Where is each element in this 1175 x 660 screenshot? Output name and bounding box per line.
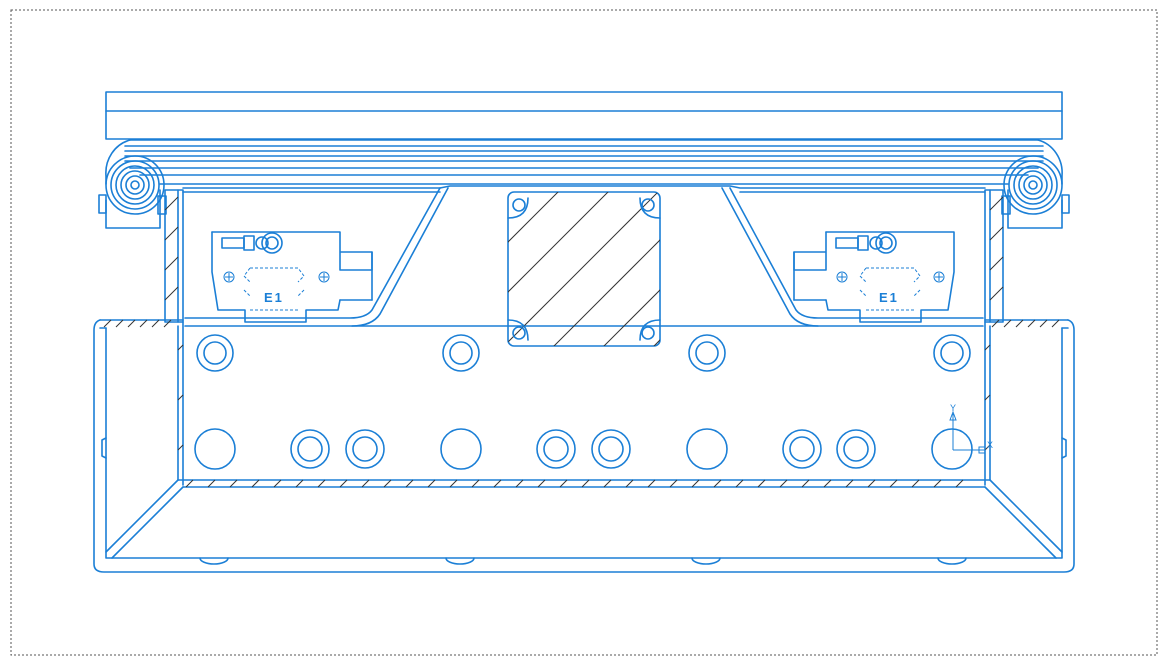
right-coil (1001, 155, 1070, 229)
top-rail (105, 91, 1063, 185)
hatch-line (405, 479, 414, 488)
hatch-line (867, 479, 876, 488)
hatch-line (139, 319, 148, 328)
right-wall-hatch (984, 196, 1004, 451)
housing (93, 319, 1075, 573)
hatch-line (317, 479, 326, 488)
carriage-plate (182, 185, 986, 327)
hatch-line (471, 479, 480, 488)
hatch-line (207, 479, 216, 488)
hatch-line (713, 479, 722, 488)
left-bearing-block: E1 (211, 231, 373, 323)
hatch-line (295, 479, 304, 488)
hatch-line (1003, 319, 1012, 328)
grease-nipple-left (221, 232, 283, 254)
hatch-line (801, 479, 810, 488)
right-block-label: E1 (879, 290, 899, 305)
hatch-line (779, 479, 788, 488)
hatch-line (757, 479, 766, 488)
hatch-line (515, 479, 524, 488)
hatch-line (383, 479, 392, 488)
hatch-line (251, 479, 260, 488)
hatch-line (1027, 319, 1036, 328)
hatch-line (669, 479, 678, 488)
axis-x-label: X (987, 440, 993, 450)
hatch-line (955, 479, 964, 488)
hatch-line (933, 479, 942, 488)
hatch-line (625, 479, 634, 488)
hatch-line (493, 479, 502, 488)
hatch-line (845, 479, 854, 488)
left-block-label: E1 (264, 290, 284, 305)
hatch-line (735, 479, 744, 488)
lower-hole-row (194, 428, 973, 470)
hatch-line (229, 479, 238, 488)
right-wall (984, 189, 1004, 486)
sheet-border (10, 9, 1158, 656)
hatch-line (911, 479, 920, 488)
hatch-line (361, 479, 370, 488)
hatch-line (103, 319, 112, 328)
grease-nipple-right (835, 232, 897, 254)
hatch-line (339, 479, 348, 488)
left-coil (98, 155, 167, 229)
hatch-line (151, 319, 160, 328)
axis-y-label: Y (950, 403, 956, 413)
hatch-line (1015, 319, 1024, 328)
hatch-line (581, 479, 590, 488)
hatch-line (449, 479, 458, 488)
hatch-line (823, 479, 832, 488)
left-wall-hatch (164, 196, 184, 451)
hatch-line (691, 479, 700, 488)
hatch-line (991, 319, 1000, 328)
hatch-line (647, 479, 656, 488)
hatch-line (1039, 319, 1048, 328)
hatch-line (537, 479, 546, 488)
hatch-line (1051, 319, 1060, 328)
coordinate-triad: Y X (949, 403, 993, 454)
left-wall (164, 189, 184, 486)
hatch-line (603, 479, 612, 488)
motor-plate (507, 191, 661, 347)
hatch-line (163, 319, 172, 328)
hatch-line (427, 479, 436, 488)
right-bearing-block: E1 (793, 231, 955, 323)
upper-hole-row (196, 334, 971, 372)
hatch-line (185, 479, 194, 488)
hatch-line (273, 479, 282, 488)
ledge-hatch (103, 319, 1060, 328)
hatch-line (115, 319, 124, 328)
floor-hatch (185, 479, 964, 488)
hatch-line (889, 479, 898, 488)
hatch-line (559, 479, 568, 488)
hatch-line (127, 319, 136, 328)
